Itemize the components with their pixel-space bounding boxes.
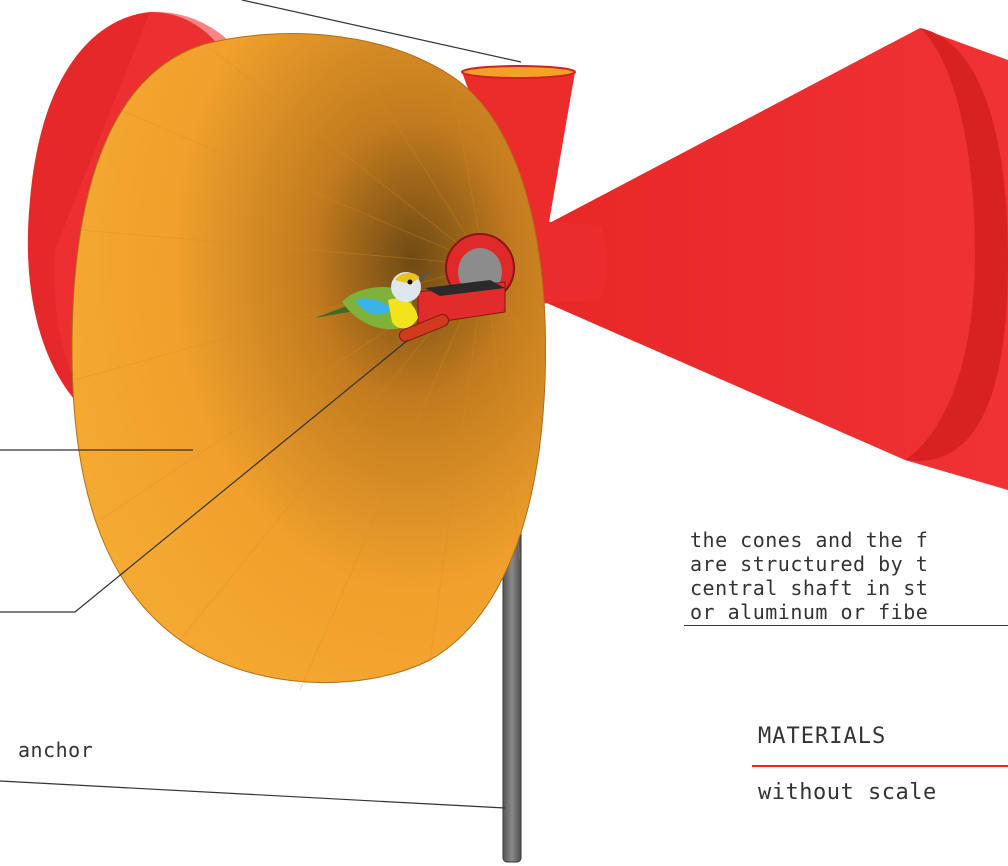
note-line-4: or aluminum or fibe xyxy=(690,600,1008,624)
note-line-2: are structured by t xyxy=(690,552,1008,576)
orange-dish xyxy=(72,34,546,690)
scale-note: without scale xyxy=(758,780,937,805)
note-line-1: the cones and the f xyxy=(690,528,1008,552)
right-cone xyxy=(540,28,1008,490)
note-underline xyxy=(684,625,1008,626)
anchor-label: anchor xyxy=(18,738,93,762)
materials-note: the cones and the f are structured by t … xyxy=(690,528,1008,624)
materials-divider xyxy=(752,765,1008,767)
materials-heading: MATERIALS xyxy=(758,724,886,749)
note-line-3: central shaft in st xyxy=(690,576,1008,600)
